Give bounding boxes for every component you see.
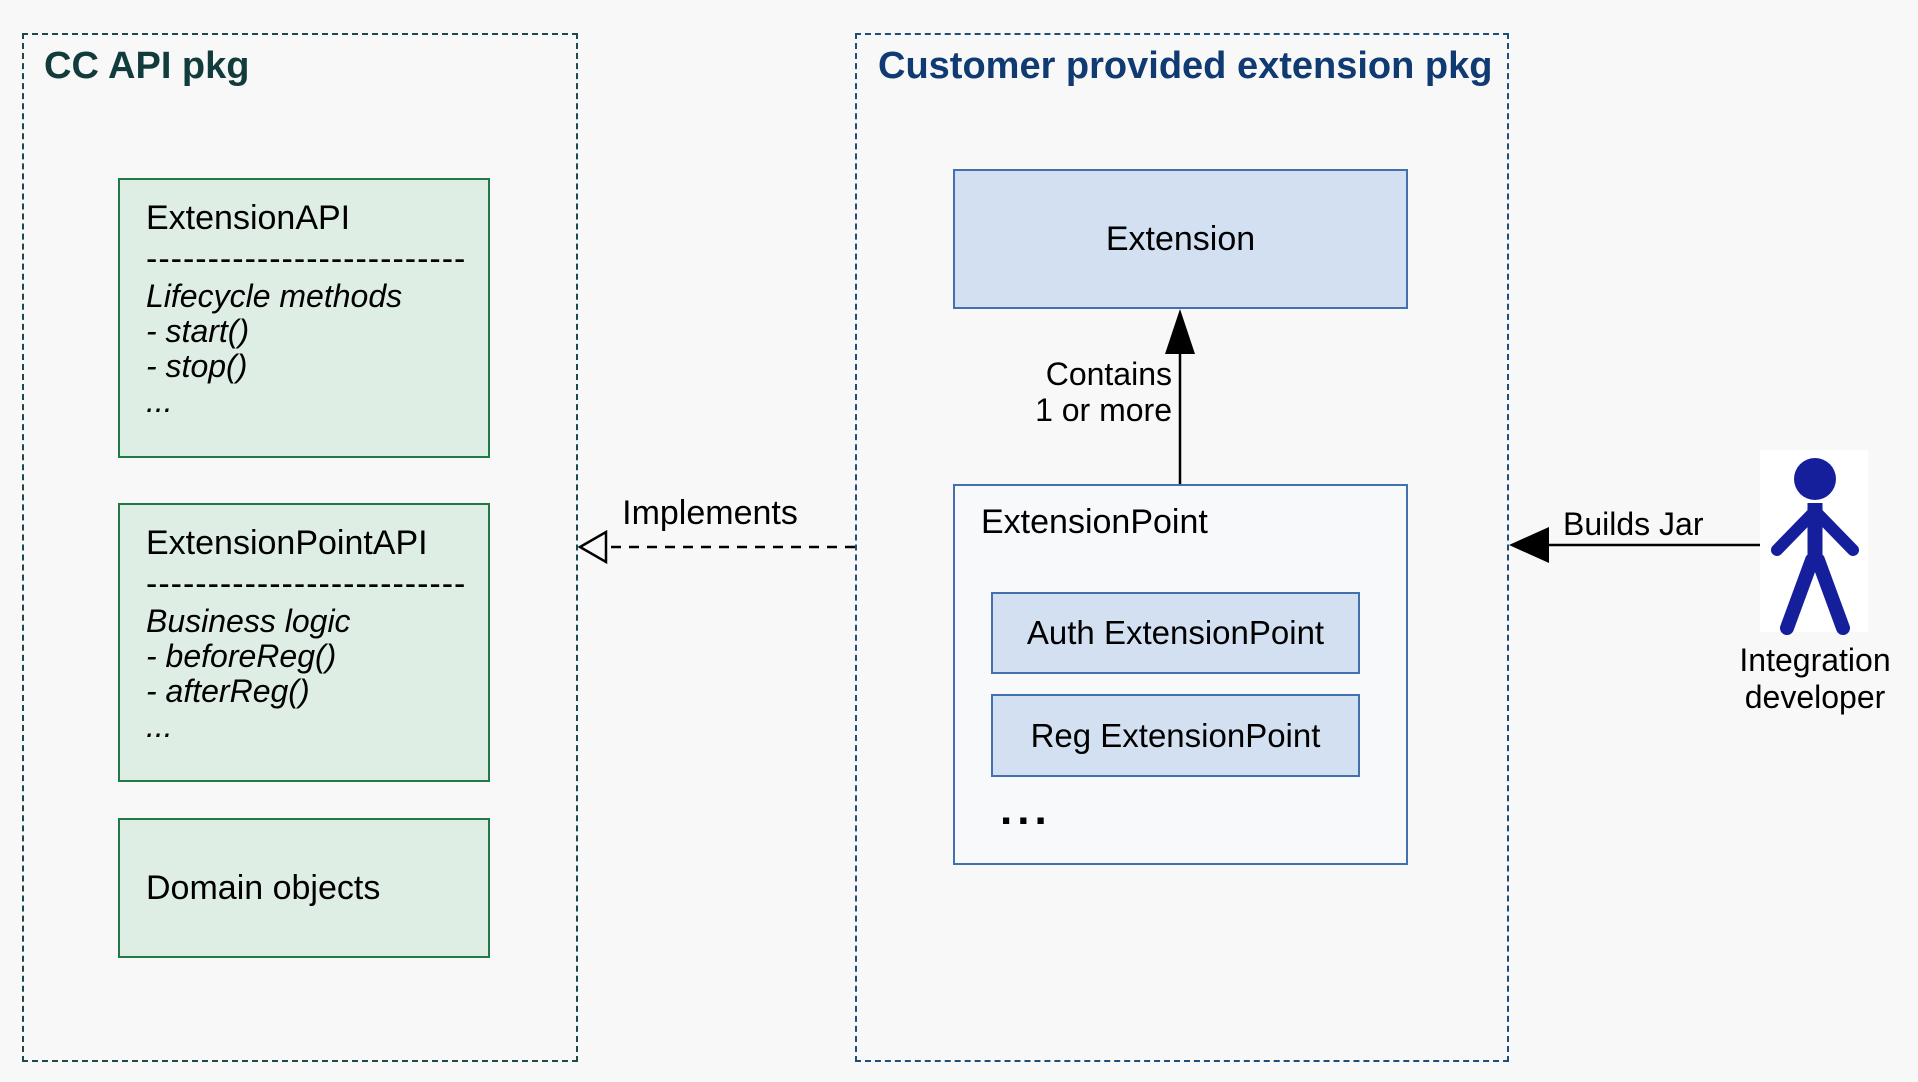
instance-name: Reg ExtensionPoint [1030,716,1321,754]
customer-extension-package-title: Customer provided extension pkg [878,45,1493,87]
integration-developer-actor [1760,450,1868,635]
contains-arrow-label: Contains 1 or more [1035,356,1172,428]
class-name: ExtensionPoint [981,503,1208,541]
implements-arrow [577,529,855,565]
builds-jar-arrow-label: Builds Jar [1563,506,1704,542]
customer-extension-package-frame [855,33,1509,1062]
class-member: - start() [146,313,250,349]
actor-caption-line2: developer [1744,679,1886,715]
class-member: ... [146,383,173,419]
class-category: Business logic [146,603,351,639]
extension-api-class-box: ExtensionAPI -------------------------- … [118,178,490,458]
extension-point-class-box: ExtensionPoint [953,484,1408,865]
reg-extension-point-box: Reg ExtensionPoint [991,694,1360,777]
auth-extension-point-box: Auth ExtensionPoint [991,592,1360,674]
class-member: ... [146,708,173,744]
cc-api-package-frame [22,33,578,1062]
domain-objects-class-box: Domain objects [118,818,490,958]
class-name: ExtensionPointAPI [146,524,428,562]
class-separator: -------------------------- [146,565,464,603]
implements-arrow-label: Implements [622,494,798,532]
class-separator: -------------------------- [146,240,464,278]
contains-label-line1: Contains [1045,356,1172,392]
class-name: Domain objects [146,869,381,907]
extension-class-box: Extension [953,169,1408,309]
cc-api-package-title: CC API pkg [44,45,250,87]
contains-label-line2: 1 or more [1035,392,1172,428]
instance-name: Auth ExtensionPoint [1026,614,1325,651]
actor-caption-line1: Integration [1739,642,1891,678]
class-name: Extension [1105,219,1256,258]
class-name: ExtensionAPI [146,199,351,237]
class-member: - beforeReg() [146,638,337,674]
more-extension-points-indicator: ... [1000,785,1052,834]
actor-caption: Integration developer [1725,642,1905,716]
extension-point-api-class-box: ExtensionPointAPI ----------------------… [118,503,490,782]
class-category: Lifecycle methods [146,278,403,314]
class-member: - stop() [146,348,248,384]
class-member: - afterReg() [146,673,310,709]
